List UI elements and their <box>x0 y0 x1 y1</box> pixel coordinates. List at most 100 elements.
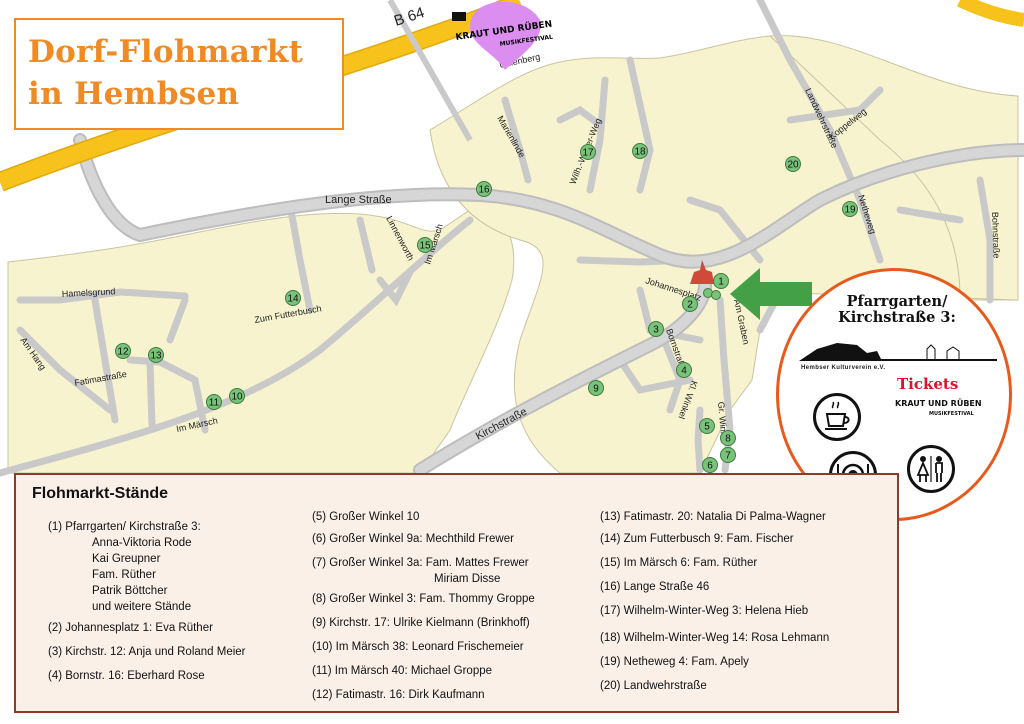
stand-marker-13[interactable]: 13 <box>148 347 164 363</box>
arrow-icon <box>730 268 812 320</box>
stand-marker-8[interactable]: 8 <box>720 430 736 446</box>
info-title-line-2: Kirchstraße 3: <box>838 309 956 326</box>
marker-label: 20 <box>787 160 799 171</box>
marker-label: 2 <box>687 300 693 311</box>
marker-circle <box>580 144 596 160</box>
marker-circle <box>115 343 131 359</box>
legend-entry-4: (4) Bornstr. 16: Eberhard Rose <box>48 670 205 682</box>
marker-circle <box>713 273 729 289</box>
marker-circle <box>206 394 222 410</box>
stand-marker-10[interactable]: 10 <box>229 388 245 404</box>
page-title-box: Dorf-Flohmarkt in Hembsen <box>14 18 344 130</box>
marker-label: 3 <box>653 325 659 336</box>
marker-label: 4 <box>681 366 687 377</box>
stand-marker-20[interactable]: 20 <box>785 156 801 172</box>
marker-label: 18 <box>634 147 646 158</box>
marker-circle <box>476 181 492 197</box>
legend-entry-9: (9) Kirchstr. 17: Ulrike Kielmann (Brink… <box>312 617 530 629</box>
label-lange-strasse: Lange Straße <box>325 194 392 206</box>
marker-label: 10 <box>231 392 243 403</box>
kulturverein-name: Hembser Kulturverein e.V. <box>801 365 886 371</box>
marker-circle <box>285 290 301 306</box>
marker-circle <box>229 388 245 404</box>
marker-circle <box>648 321 664 337</box>
legend-entry-14: (14) Zum Futterbusch 9: Fam. Fischer <box>600 533 794 545</box>
marker-label: 6 <box>707 461 713 472</box>
marker-label: 14 <box>287 294 299 305</box>
legend-sub-1b: Kai Greupner <box>92 553 161 565</box>
stand-marker-17[interactable]: 17 <box>580 144 596 160</box>
stand-marker-7[interactable]: 7 <box>720 447 736 463</box>
stand-marker-4[interactable]: 4 <box>676 362 692 378</box>
marker-circle <box>682 296 698 312</box>
page-title-line-2: in Hembsen <box>28 76 240 112</box>
stand-marker-5[interactable]: 5 <box>699 418 715 434</box>
info-title-line-1: Pfarrgarten/ <box>846 293 948 310</box>
marker-circle <box>702 457 718 473</box>
stand-marker-6[interactable]: 6 <box>702 457 718 473</box>
marker-label: 17 <box>582 148 594 159</box>
legend-entry-8: (8) Großer Winkel 3: Fam. Thommy Groppe <box>312 593 535 605</box>
stand-marker-11[interactable]: 11 <box>206 394 222 410</box>
church-icon <box>690 260 714 284</box>
info-festival-line-1: KRAUT UND RÜBEN <box>895 399 982 408</box>
legend-entry-1: (1) Pfarrgarten/ Kirchstraße 3: <box>48 521 201 533</box>
legend-entry-19: (19) Netheweg 4: Fam. Apely <box>600 656 749 668</box>
stand-marker-15[interactable]: 15 <box>417 237 433 253</box>
marker-label: 16 <box>478 185 490 196</box>
stand-marker-3[interactable]: 3 <box>648 321 664 337</box>
legend-entry-7: (7) Großer Winkel 3a: Fam. Mattes Frewer <box>312 557 529 569</box>
legend-entry-16: (16) Lange Straße 46 <box>600 581 710 593</box>
settlement-areas <box>7 35 1019 474</box>
legend-title: Flohmarkt-Stände <box>32 485 169 502</box>
stand-marker-14[interactable]: 14 <box>285 290 301 306</box>
marker-circle <box>588 380 604 396</box>
stand-marker-16[interactable]: 16 <box>476 181 492 197</box>
legend-entry-3: (3) Kirchstr. 12: Anja und Roland Meier <box>48 646 246 658</box>
info-festival-line-2: MUSIKFESTIVAL <box>929 411 974 417</box>
marker-circle <box>417 237 433 253</box>
stand-marker-19[interactable]: 19 <box>842 201 858 217</box>
legend-sub-1e: und weitere Stände <box>92 601 192 613</box>
label-hamelsgrund: Hamelsgrund <box>62 286 116 299</box>
tickets-label: Tickets <box>897 375 959 393</box>
marker-label: 12 <box>117 347 129 358</box>
marker-circle <box>785 156 801 172</box>
marker-circle <box>676 362 692 378</box>
marker-label: 5 <box>704 422 710 433</box>
stand-marker-9[interactable]: 9 <box>588 380 604 396</box>
marker-circle <box>699 418 715 434</box>
stand-marker-1[interactable]: 1 <box>713 273 729 289</box>
label-kirchstrasse: Kirchstraße <box>474 406 529 443</box>
marker-label: 13 <box>150 351 162 362</box>
legend-entry-15: (15) Im Märsch 6: Fam. Rüther <box>600 557 758 569</box>
coffee-icon <box>813 393 861 441</box>
legend-entry-20: (20) Landwehrstraße <box>600 680 707 692</box>
page-title-line-1: Dorf-Flohmarkt <box>28 34 304 70</box>
marker-label: 11 <box>209 398 220 409</box>
legend-panel: Flohmarkt-Stände (1) Pfarrgarten/ Kirchs… <box>14 473 899 713</box>
marker-label: 15 <box>419 241 431 252</box>
legend-entry-2: (2) Johannesplatz 1: Eva Rüther <box>48 622 213 634</box>
legend-sub-1c: Fam. Rüther <box>92 569 156 581</box>
legend-entry-17: (17) Wilhelm-Winter-Weg 3: Helena Hieb <box>600 605 809 617</box>
marker-label: 1 <box>718 277 724 288</box>
marker-label: 7 <box>725 451 731 462</box>
legend-entry-18: (18) Wilhelm-Winter-Weg 14: Rosa Lehmann <box>600 632 830 644</box>
legend-entry-12: (12) Fatimastr. 16: Dirk Kaufmann <box>312 689 485 701</box>
marker-circle <box>632 143 648 159</box>
stand-marker-2[interactable]: 2 <box>682 296 698 312</box>
marker-label: 9 <box>593 384 599 395</box>
kulturverein-logo <box>799 343 997 361</box>
stand-marker-12[interactable]: 12 <box>115 343 131 359</box>
legend-entry-11: (11) Im Märsch 40: Michael Groppe <box>312 665 493 677</box>
marker-circle <box>842 201 858 217</box>
stand-marker-18[interactable]: 18 <box>632 143 648 159</box>
legend-entry-10: (10) Im Märsch 38: Leonard Frischemeier <box>312 641 524 653</box>
legend-entry-13: (13) Fatimastr. 20: Natalia Di Palma-Wag… <box>600 511 826 523</box>
stand-1-extra-marker <box>711 290 721 300</box>
legend-entry-6: (6) Großer Winkel 9a: Mechthild Frewer <box>312 533 514 545</box>
legend-sub-1d: Patrik Böttcher <box>92 585 168 597</box>
